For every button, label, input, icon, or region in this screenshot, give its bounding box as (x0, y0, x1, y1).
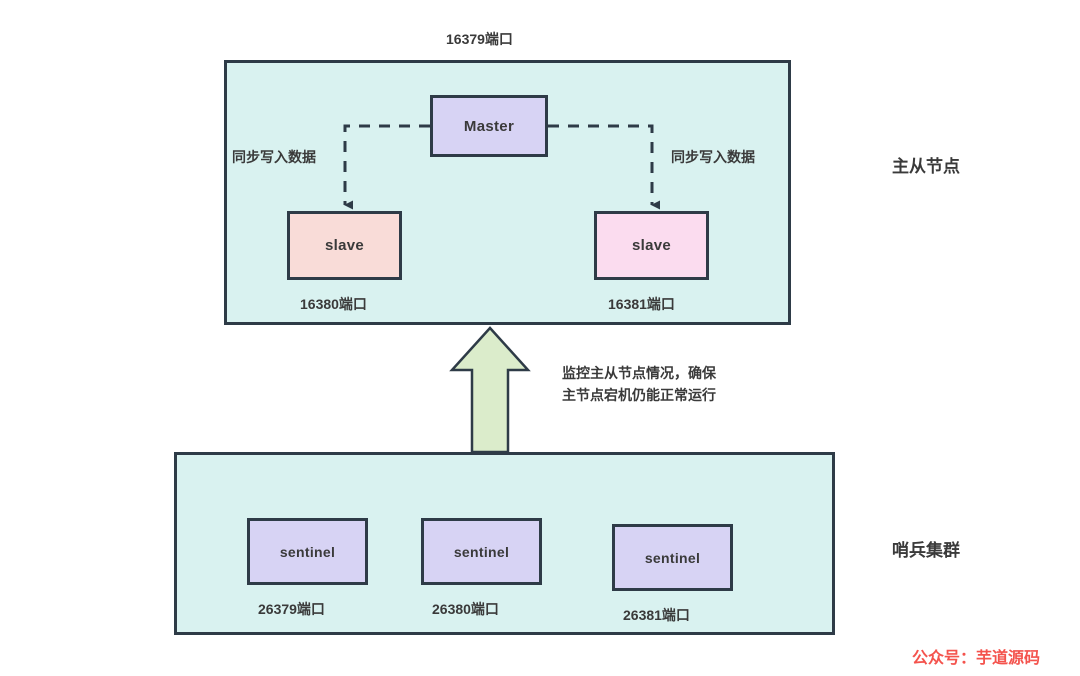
sentinel-node-label: sentinel (453, 543, 510, 560)
slave-node-label: slave (631, 237, 672, 254)
slave-node-label: slave (324, 237, 365, 254)
monitor-note-line-1: 监控主从节点情况，确保 (562, 365, 716, 381)
watermark-label: 公众号：芋道源码 (912, 650, 1041, 667)
master-to-left-slave-edge (343, 124, 430, 210)
sentinel-node-label: sentinel (644, 549, 701, 566)
master-slave-group (224, 60, 791, 325)
master-node-label: Master (463, 117, 515, 135)
sentinel-node-26380[interactable]: sentinel (421, 518, 542, 585)
sentinel-node-label: sentinel (279, 543, 336, 560)
slave-node-16380[interactable]: slave (287, 211, 402, 280)
left-sync-edge-label: 同步写入数据 (232, 149, 316, 165)
master-slave-group-side-label: 主从节点 (892, 157, 960, 176)
sentinel-group-side-label: 哨兵集群 (892, 541, 960, 560)
right-sync-edge-label: 同步写入数据 (671, 149, 755, 165)
sentinel-port-label-26381: 26381端口 (623, 607, 690, 623)
slave-port-label-16381: 16381端口 (608, 296, 675, 312)
slave-node-16381[interactable]: slave (594, 211, 709, 280)
sentinel-port-label-26380: 26380端口 (432, 601, 499, 617)
sentinel-node-26379[interactable]: sentinel (247, 518, 368, 585)
master-port-label-top: 16379端口 (446, 31, 513, 47)
monitor-note-line-2: 主节点宕机仍能正常运行 (562, 387, 716, 403)
master-to-right-slave-edge (548, 124, 660, 210)
slave-port-label-16380: 16380端口 (300, 296, 367, 312)
sentinel-monitor-arrow (449, 326, 531, 454)
sentinel-node-26381[interactable]: sentinel (612, 524, 733, 591)
sentinel-port-label-26379: 26379端口 (258, 601, 325, 617)
master-node[interactable]: Master (430, 95, 548, 157)
